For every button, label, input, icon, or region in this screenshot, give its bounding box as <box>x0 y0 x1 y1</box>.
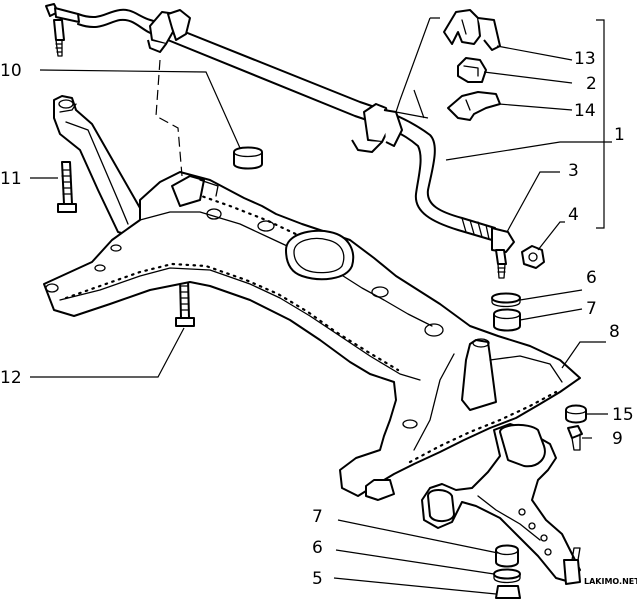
clamp-14 <box>447 91 501 121</box>
callout-label: 13 <box>574 49 596 69</box>
callout-label: 12 <box>0 368 22 388</box>
callout-label: 11 <box>0 169 22 189</box>
subframe <box>43 95 581 501</box>
callout-labels: 13 2 14 1 3 4 6 7 8 15 9 10 11 12 7 6 5 <box>0 49 634 589</box>
callout-label: 15 <box>612 405 634 425</box>
washer-6-bottom <box>493 568 521 584</box>
washer-6-top <box>491 292 521 308</box>
callout-label: 2 <box>586 74 597 94</box>
callout-label: 7 <box>312 507 323 527</box>
callout-label: 14 <box>574 101 596 121</box>
bush-7-bottom <box>495 544 519 568</box>
callout-label: 6 <box>312 538 323 558</box>
bush-10 <box>233 146 263 170</box>
bush-15 <box>565 404 587 424</box>
bush-2 <box>457 57 487 83</box>
callout-label: 5 <box>312 569 323 589</box>
control-arm <box>421 423 581 585</box>
callout-label: 1 <box>614 125 625 145</box>
callout-label: 3 <box>568 161 579 181</box>
bracket-13 <box>443 9 501 51</box>
nut-4 <box>521 245 545 269</box>
bolt-11 <box>57 161 77 213</box>
callout-label: 7 <box>586 299 597 319</box>
callout-label: 8 <box>609 322 620 342</box>
callout-label: 10 <box>0 61 22 81</box>
leader-lines <box>30 17 612 595</box>
nut-5 <box>495 585 521 599</box>
watermark: LAKIMO.NET <box>584 577 637 586</box>
bolt-9 <box>567 425 583 451</box>
bush-7-top <box>493 308 521 332</box>
callout-label: 4 <box>568 205 579 225</box>
callout-label: 6 <box>586 268 597 288</box>
callout-label: 9 <box>612 429 623 449</box>
stabilizer-bar <box>45 3 515 279</box>
